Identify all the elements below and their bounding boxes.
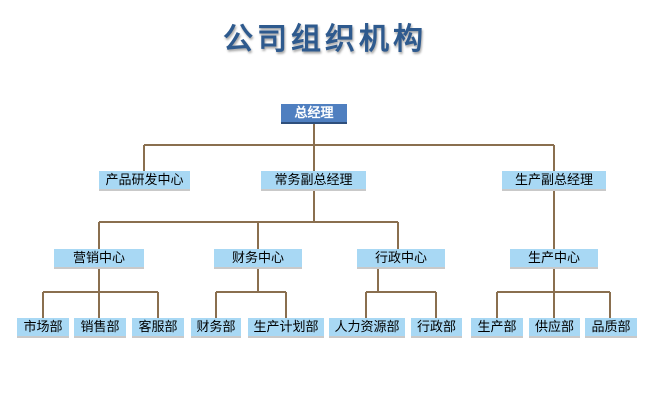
node-production-planning-dept: 生产计划部	[248, 318, 324, 338]
node-market-dept: 市场部	[17, 318, 69, 338]
node-hr-dept: 人力资源部	[329, 318, 405, 338]
page-title: 公司组织机构	[223, 22, 427, 57]
node-admin-dept: 行政部	[411, 318, 462, 338]
node-production-center: 生产中心	[510, 249, 598, 269]
node-finance-center: 财务中心	[214, 249, 302, 269]
node-customer-service-dept: 客服部	[132, 318, 184, 338]
node-quality-dept: 品质部	[585, 318, 637, 338]
node-sales-dept: 销售部	[74, 318, 126, 338]
node-finance-dept: 财务部	[191, 318, 241, 338]
node-executive-deputy-gm: 常务副总经理	[261, 171, 366, 191]
node-supply-dept: 供应部	[529, 318, 580, 338]
node-rd-center: 产品研发中心	[99, 171, 190, 191]
node-general-manager: 总经理	[281, 104, 347, 124]
node-production-deputy-gm: 生产副总经理	[502, 171, 606, 191]
node-production-dept: 生产部	[471, 318, 523, 338]
node-admin-center: 行政中心	[357, 249, 445, 269]
node-marketing-center: 营销中心	[54, 249, 144, 269]
